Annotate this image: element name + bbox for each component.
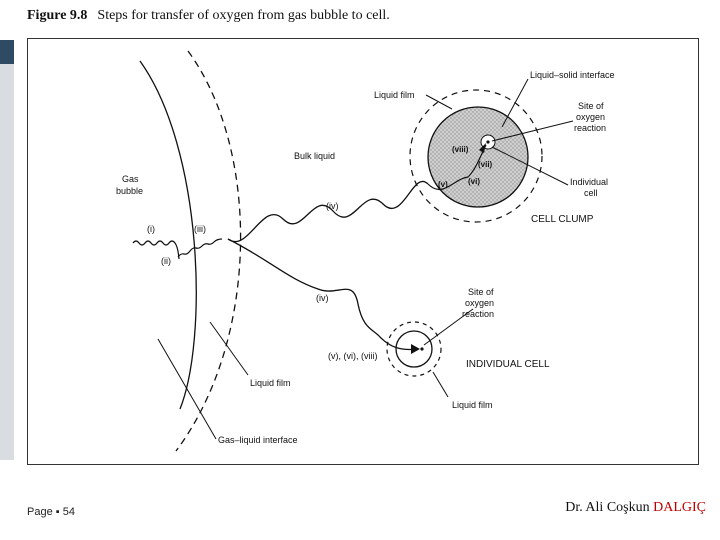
sidebar-dark-block (0, 40, 14, 64)
oxygen-path-step-iv-upper (227, 180, 429, 243)
label-gas-liquid-interface: Gas–liquid interface (218, 435, 298, 445)
individual-arrowhead (411, 344, 420, 354)
leader-site-clump (491, 120, 574, 142)
clump-outer-film-circle (409, 89, 543, 223)
label-step-iv-lower: (iv) (316, 293, 329, 303)
label-bubble: bubble (116, 186, 143, 196)
clump-arrowhead (479, 143, 486, 153)
label-steps-individual: (v), (vi), (viii) (328, 351, 377, 361)
label-cell-clump: CELL CLUMP (531, 214, 594, 225)
author-name: Dr. Ali Coşkun (565, 500, 654, 515)
label-step-ii: (ii) (161, 256, 171, 266)
label-step-viii-clump: (viii) (452, 145, 469, 154)
oxygen-path-step-iv-lower (227, 238, 419, 351)
leader-gas-liquid-interface (157, 338, 217, 440)
sidebar-light-block (0, 64, 14, 460)
label-site-individual-3: reaction (462, 309, 494, 319)
leader-liquid-film-bubble (209, 321, 249, 376)
label-individual-cell-clump-1: Individual (570, 177, 608, 187)
oxygen-path-clump-inner (427, 144, 487, 191)
label-step-iii: (iii) (194, 224, 206, 234)
slide-sidebar-accent (0, 40, 14, 460)
cell-clump (427, 106, 529, 208)
label-site-clump-1: Site of (578, 101, 604, 111)
label-individual-cell: INDIVIDUAL CELL (466, 359, 550, 370)
clump-reaction-site (486, 140, 490, 144)
label-step-vi-clump: (vi) (468, 177, 480, 186)
figure-caption-text: Steps for transfer of oxygen from gas bu… (97, 8, 390, 23)
gas-liquid-interface-curve (139, 60, 197, 410)
label-liquid-solid-interface: Liquid–solid interface (530, 70, 615, 80)
page-number: Page ▪ 54 (27, 506, 75, 518)
label-liquid-film-bubble: Liquid film (250, 378, 291, 388)
figure-number: Figure 9.8 (27, 8, 88, 23)
label-liquid-film-clump: Liquid film (374, 90, 415, 100)
label-site-clump-3: reaction (574, 123, 606, 133)
label-individual-cell-clump-2: cell (584, 188, 598, 198)
leader-individual-cell-clump (491, 146, 569, 186)
figure-frame: Gas bubble Bulk liquid Liquid film Liqui… (27, 38, 699, 465)
label-site-clump-2: oxygen (576, 112, 605, 122)
label-bulk-liquid: Bulk liquid (294, 151, 335, 161)
label-step-i: (i) (147, 224, 155, 234)
label-site-individual-2: oxygen (465, 298, 494, 308)
label-gas: Gas (122, 174, 139, 184)
label-step-iv-upper: (iv) (326, 201, 339, 211)
label-site-individual-1: Site of (468, 287, 494, 297)
leader-liquid-film-clump (425, 94, 453, 110)
label-step-v-clump: (v) (438, 180, 448, 189)
figure-caption: Figure 9.8 Steps for transfer of oxygen f… (27, 8, 390, 24)
author-credit: Dr. Ali Coşkun DALGIÇ (565, 500, 706, 516)
oxygen-path-step-i (132, 240, 180, 260)
label-liquid-film-individual: Liquid film (452, 400, 493, 410)
leader-liquid-film-individual (432, 371, 449, 398)
oxygen-transfer-diagram: Gas bubble Bulk liquid Liquid film Liqui… (116, 50, 615, 452)
individual-reaction-site (420, 347, 424, 351)
individual-cell-film-circle (386, 321, 442, 377)
label-step-vii-clump: (vii) (478, 160, 493, 169)
leader-site-individual (423, 308, 474, 346)
oxygen-path-step-iii (177, 238, 223, 258)
leader-liquid-solid-interface (501, 78, 529, 128)
author-surname: DALGIÇ (653, 500, 706, 515)
